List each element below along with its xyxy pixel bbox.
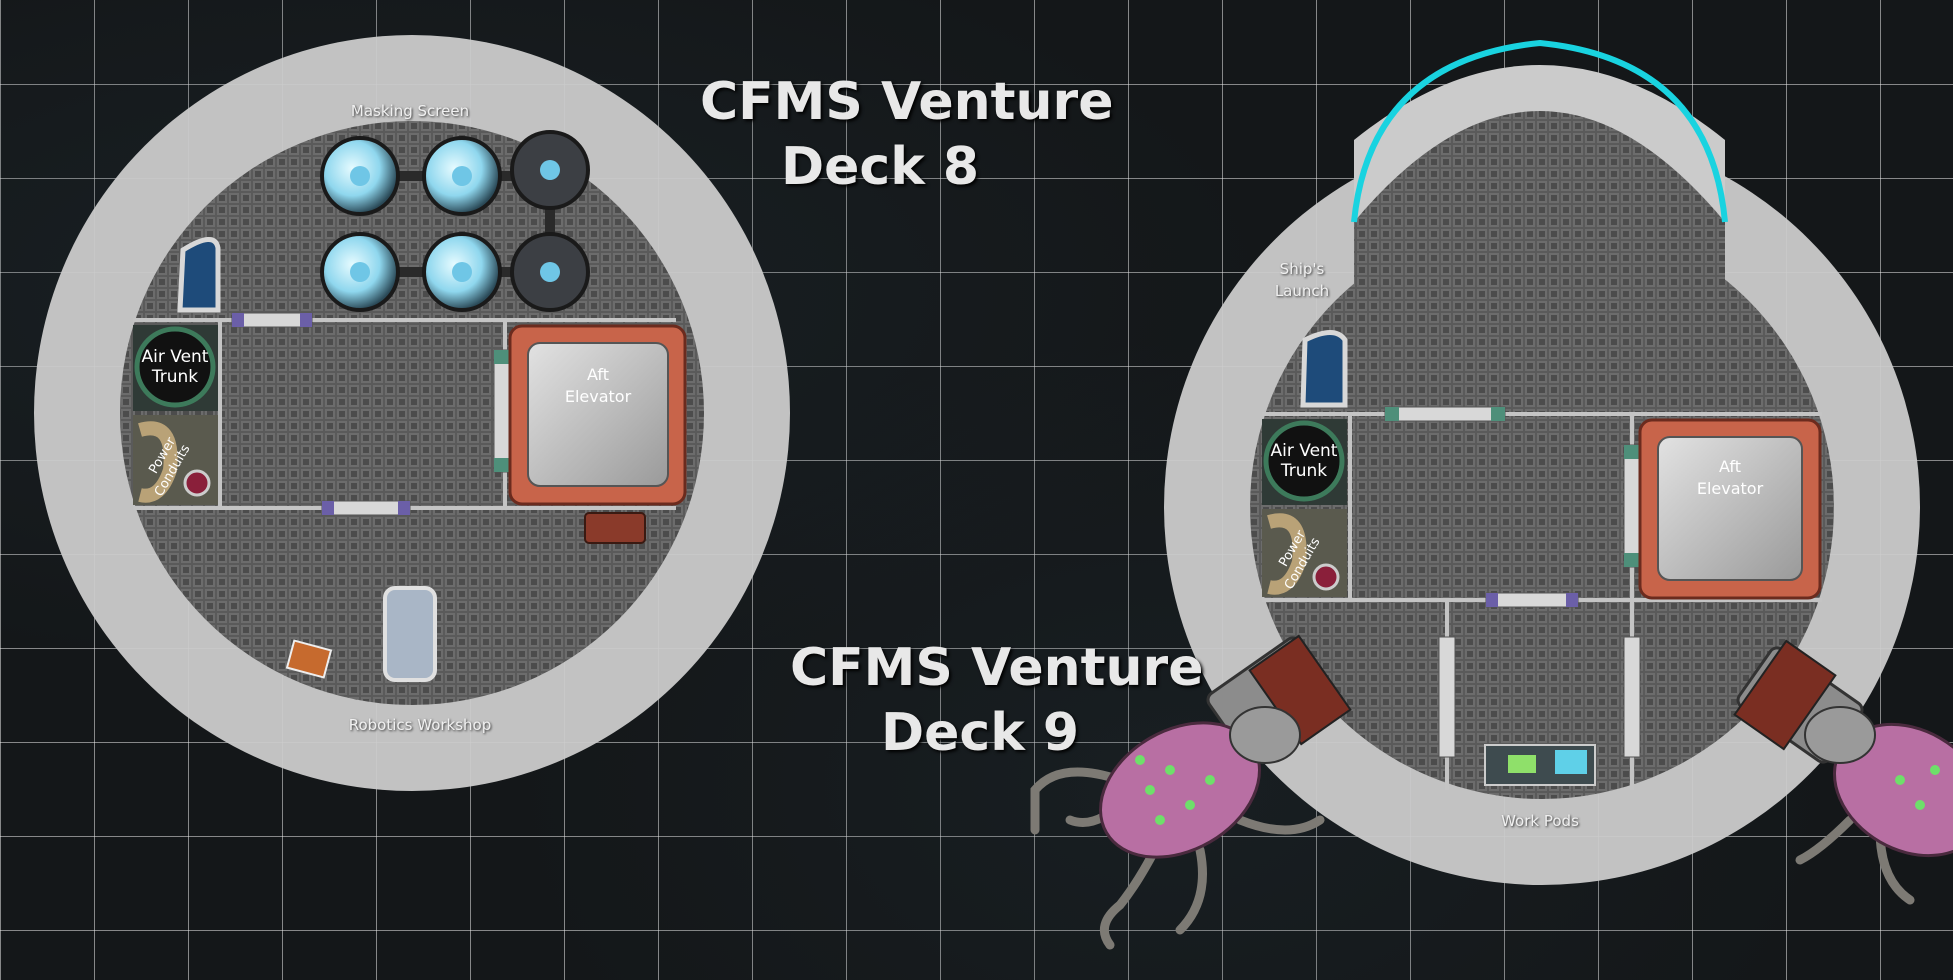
deck8-air-vent-trunk: Air Vent Trunk [133, 325, 218, 411]
masking-screen-device [177, 237, 221, 313]
deck8-doors [231, 312, 511, 516]
deck9-title: CFMS Venture Deck 9 [790, 636, 1204, 766]
ships-launch-label-line2: Launch [1274, 282, 1330, 300]
masking-screen-label: Masking Screen [350, 102, 470, 120]
deck8-elevator-label-line1: Aft [587, 365, 609, 384]
deck8-power-conduits: Power Conduits [133, 415, 218, 505]
deck8-crate [584, 512, 646, 544]
deck9-vent-label-line2: Trunk [1280, 461, 1327, 481]
deck8-elevator-label-line2: Elevator [565, 387, 632, 406]
work-pod-consoles [1484, 744, 1596, 786]
cryo-pods [320, 130, 590, 312]
deck9-title-line2: Deck 9 [880, 703, 1080, 763]
deck9-doors [1384, 406, 1641, 758]
deck9-power-conduits: Power Conduits [1262, 509, 1347, 597]
deck8-map: Air Vent Trunk Power Conduits Aft Elevat… [34, 35, 790, 791]
deck9-vent-label-line1: Air Vent [1271, 441, 1338, 461]
deck9-air-vent-trunk: Air Vent Trunk [1262, 419, 1347, 505]
deck9-aft-elevator: Aft Elevator [1638, 418, 1822, 600]
ships-launch-door-arc [1351, 39, 1728, 223]
deck8-vent-label-line2: Trunk [151, 367, 198, 387]
alien-creature-left [1030, 706, 1325, 950]
deck8-title-line1: CFMS Venture [700, 72, 1114, 132]
deck9-title-line1: CFMS Venture [790, 638, 1204, 698]
robotics-workshop-label: Robotics Workshop [348, 716, 492, 734]
deck9-map: Air Vent Trunk Power Conduits Aft Elevat… [1164, 39, 1920, 885]
ships-launch-label: Ship's Launch [1262, 258, 1342, 302]
deck8-title: CFMS Venture Deck 8 [700, 70, 1114, 200]
work-pods-label: Work Pods [1501, 812, 1579, 830]
deck9-elevator-label-line1: Aft [1719, 457, 1741, 476]
robotics-workbench [285, 586, 437, 682]
deck9-launch-device [1300, 330, 1348, 408]
ships-launch-label-line1: Ship's [1279, 260, 1325, 278]
alien-creature-right [1795, 706, 1953, 905]
deck8-vent-label-line1: Air Vent [142, 347, 209, 367]
deck8-aft-elevator: Aft Elevator [508, 324, 687, 506]
deck9-launch-bay-floor [1354, 111, 1725, 420]
deck8-title-line2: Deck 8 [780, 137, 980, 197]
deck9-elevator-label-line2: Elevator [1697, 479, 1764, 498]
